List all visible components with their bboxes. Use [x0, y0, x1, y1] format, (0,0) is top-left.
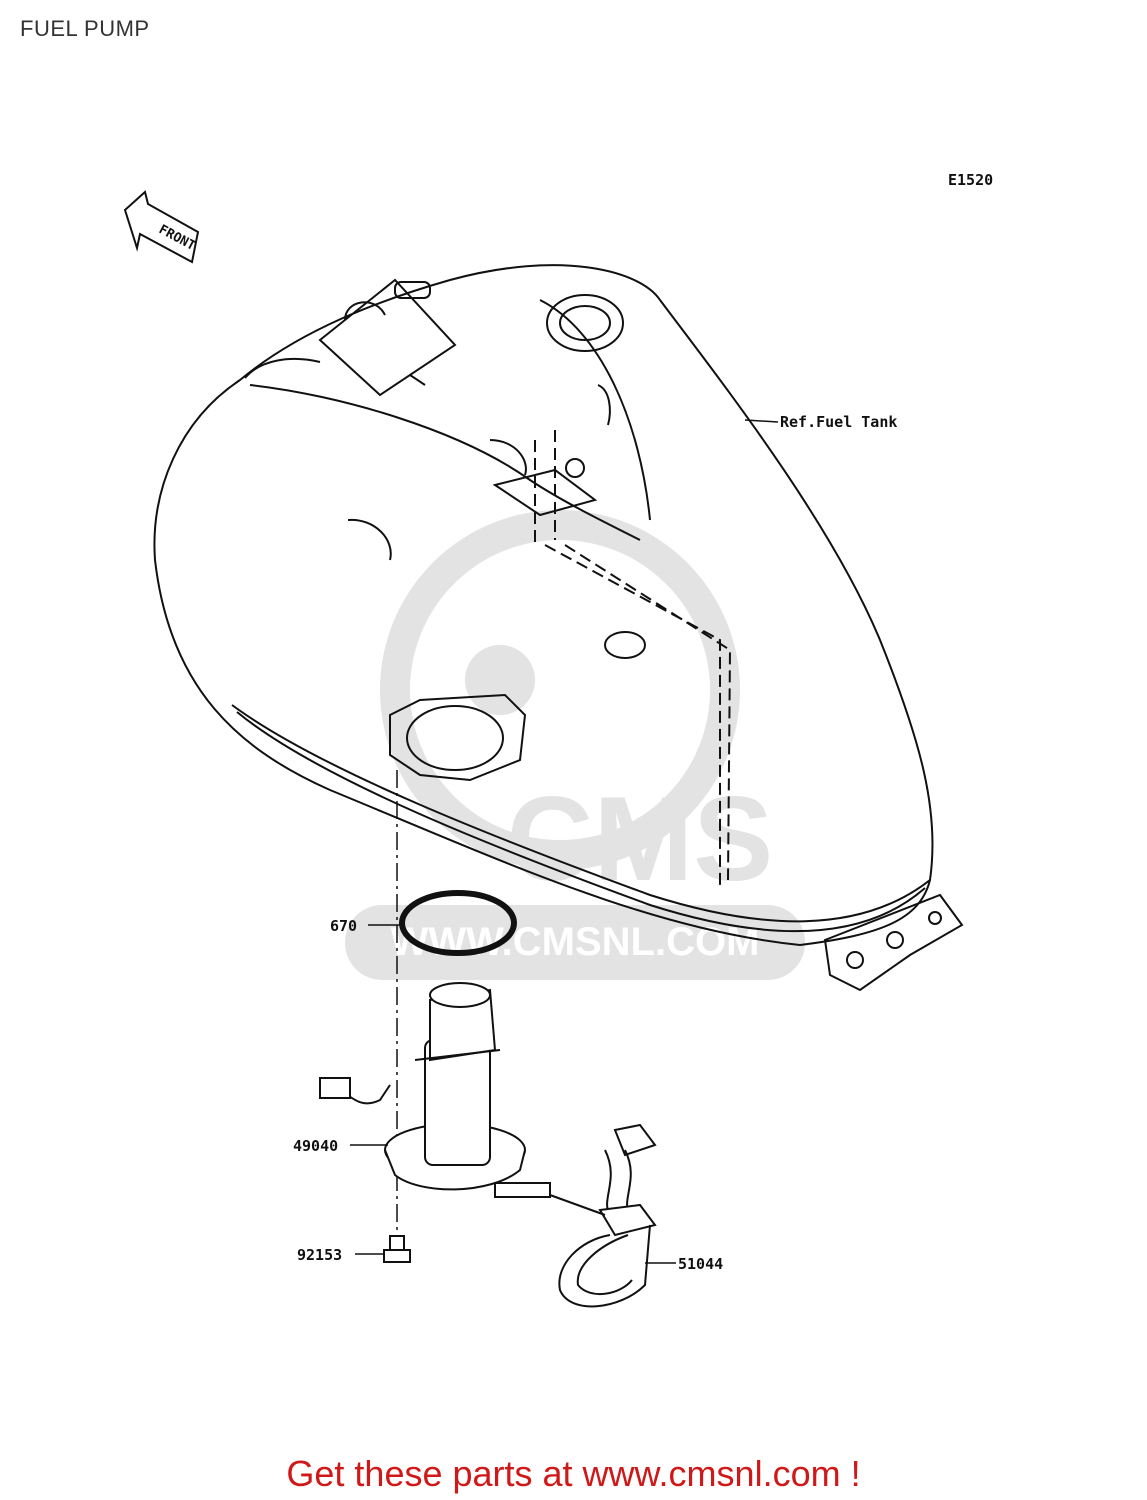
- callout-49040: 49040: [293, 1137, 338, 1155]
- front-arrow-icon: FRONT: [123, 190, 200, 264]
- watermark: CMS WWW.CMSNL.COM: [345, 510, 805, 980]
- hose-51044: [549, 1123, 657, 1308]
- watermark-logo-text: CMS: [507, 772, 774, 906]
- diagram-code: E1520: [948, 171, 993, 189]
- o-ring-670: [399, 890, 517, 956]
- callout-51044: 51044: [678, 1255, 723, 1273]
- callout-92153: 92153: [297, 1246, 342, 1264]
- watermark-url-text: WWW.CMSNL.COM: [391, 920, 760, 964]
- footer-link[interactable]: Get these parts at www.cmsnl.com !: [286, 1453, 861, 1494]
- page-title: FUEL PUMP: [20, 16, 150, 41]
- leader-lines: [350, 419, 779, 1264]
- fuel-tank: [153, 264, 964, 992]
- callout-670: 670: [330, 917, 357, 935]
- bolt-92153: [383, 1235, 411, 1263]
- fuel-pump-49040: [319, 982, 551, 1198]
- callout-ref-fuel-tank: Ref.Fuel Tank: [780, 413, 897, 431]
